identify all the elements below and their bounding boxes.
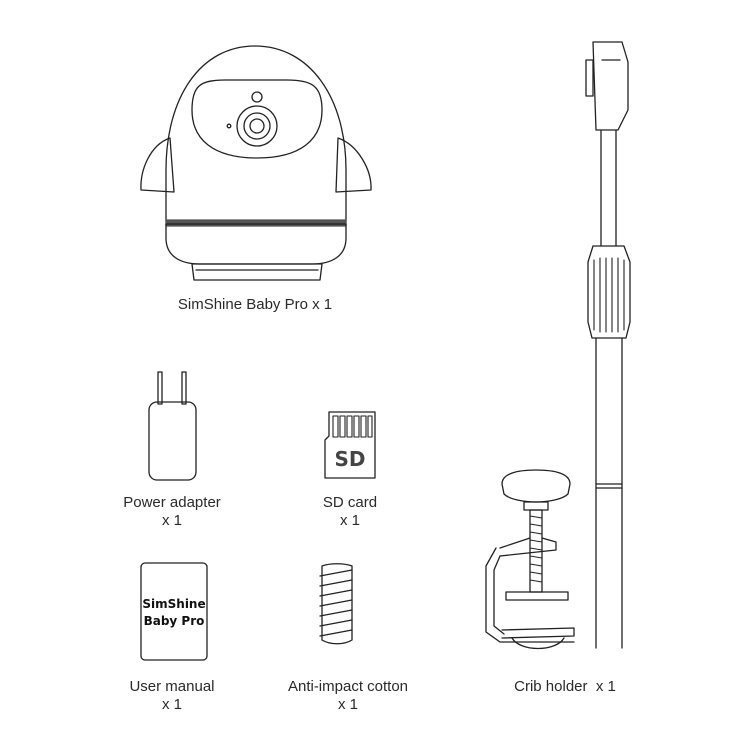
user-manual-illustration [140, 562, 208, 661]
manual-cover-title: SimShine Baby Pro [141, 596, 207, 630]
anti-impact-cotton-illustration [319, 563, 353, 645]
manual-cover-line1: SimShine [142, 597, 206, 611]
power-adapter-qty: x 1 [161, 512, 182, 529]
camera-label: SimShine Baby Pro x 1 [177, 296, 333, 313]
sd-card-illustration [324, 411, 376, 479]
power-adapter-illustration [148, 371, 197, 481]
power-adapter-name: Power adapter [123, 494, 221, 511]
anti-impact-cotton-label: Anti-impact cotton x 1 [268, 678, 428, 714]
crib-holder-pole-illustration [585, 41, 631, 649]
user-manual-label: User manual x 1 [102, 678, 242, 714]
anti-impact-cotton-name: Anti-impact cotton [287, 678, 409, 695]
sd-card-name: SD card [322, 494, 378, 511]
camera-illustration [140, 45, 372, 281]
user-manual-qty: x 1 [161, 696, 182, 713]
crib-holder-clamp-illustration [485, 469, 575, 650]
power-adapter-label: Power adapter x 1 [102, 494, 242, 530]
sd-card-label: SD card x 1 [290, 494, 410, 530]
anti-impact-cotton-qty: x 1 [337, 696, 358, 713]
sd-card-qty: x 1 [339, 512, 360, 529]
sd-card-text: SD [334, 447, 366, 471]
crib-holder-label: Crib holder x 1 [514, 678, 616, 695]
user-manual-name: User manual [129, 678, 215, 695]
manual-cover-line2: Baby Pro [143, 614, 205, 628]
